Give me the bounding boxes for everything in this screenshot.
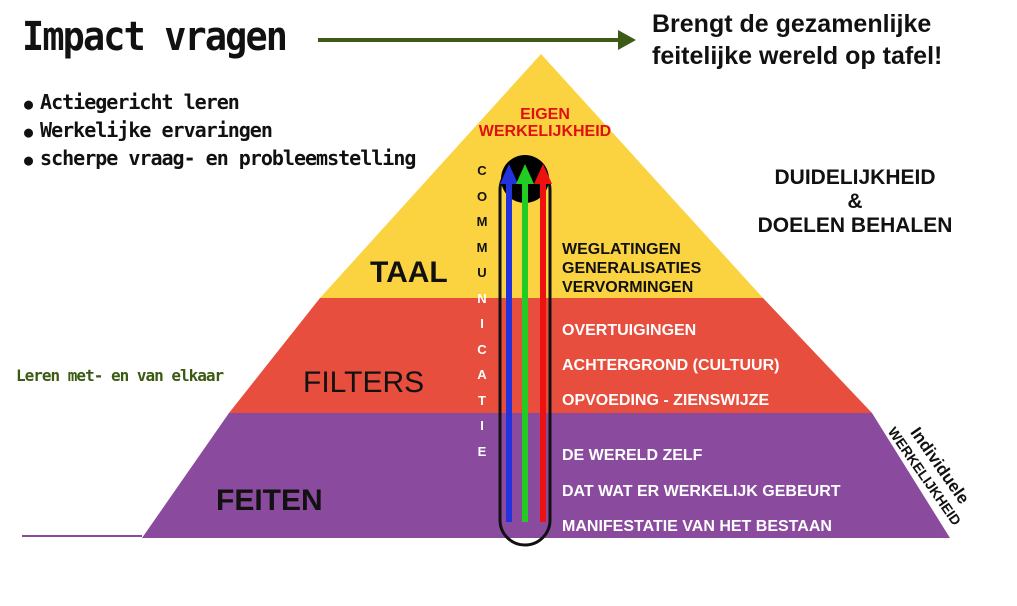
communicatie-letter: I xyxy=(480,418,484,433)
feiten-item: DE WERELD ZELF xyxy=(562,447,703,464)
taal-label: TAAL xyxy=(370,256,448,289)
apex-line: WERKELIJKHEID xyxy=(478,123,612,140)
communicatie-letter: I xyxy=(480,316,484,331)
headline: Brengt de gezamenlijke feitelijke wereld… xyxy=(652,8,982,72)
communicatie-letter: M xyxy=(476,239,488,255)
filters-item: ACHTERGROND (CULTUUR) xyxy=(562,357,780,374)
green-arrowhead xyxy=(516,164,534,184)
headline-line: Brengt de gezamenlijke xyxy=(652,10,932,38)
apex-label: EIGEN WERKELIJKHEID xyxy=(470,106,620,140)
clarity-line: DUIDELIJKHEID xyxy=(774,166,936,189)
feiten-item: MANIFESTATIE VAN HET BESTAAN xyxy=(562,518,832,535)
communicatie-letter: A xyxy=(477,367,487,382)
taal-item: WEGLATINGEN xyxy=(562,241,681,258)
feiten-items: DE WERELD ZELF DAT WAT ER WERKELIJK GEBE… xyxy=(562,438,841,545)
bullet-list: Actiegericht leren Werkelijke ervaringen… xyxy=(24,89,416,173)
blue-arrowhead xyxy=(500,164,518,184)
bullet-item: Werkelijke ervaringen xyxy=(24,117,415,145)
communicatie-letter: T xyxy=(478,392,486,408)
communicatie-letter: M xyxy=(476,214,488,229)
communicatie-letter: E xyxy=(477,443,487,459)
taal-item: GENERALISATIES xyxy=(562,260,702,277)
filters-label: FILTERS xyxy=(303,366,425,399)
goals-line: DOELEN BEHALEN xyxy=(757,214,953,237)
filters-items: OVERTUIGINGEN ACHTERGROND (CULTUUR) OPVO… xyxy=(562,313,779,418)
feiten-item: DAT WAT ER WERKELIJK GEBEURT xyxy=(562,482,841,500)
headline-line: feitelijke wereld op tafel! xyxy=(652,42,943,70)
communicatie-letter: C xyxy=(477,341,487,357)
communicatie-letter: C xyxy=(477,163,487,178)
taal-item: VERVORMINGEN xyxy=(562,279,694,296)
page-title: Impact vragen xyxy=(22,14,288,60)
communicatie-letter: N xyxy=(477,290,487,306)
bullet-item: Actiegericht leren xyxy=(24,89,415,117)
feiten-label: FEITEN xyxy=(216,484,323,517)
ampersand-line: & xyxy=(847,190,863,213)
headline-arrowhead xyxy=(618,30,636,50)
communicatie-letter: O xyxy=(476,188,488,204)
taal-items: WEGLATINGEN GENERALISATIES VERVORMINGEN xyxy=(562,240,701,297)
communicatie-letter: U xyxy=(477,265,487,280)
apex-line: EIGEN xyxy=(520,106,570,123)
communicatie-vertical: C O M M U N I C A T I E xyxy=(474,158,490,464)
learning-note: Leren met- en van elkaar xyxy=(16,366,224,385)
clarity-goals-text: DUIDELIJKHEID & DOELEN BEHALEN xyxy=(730,166,980,238)
bullet-item: scherpe vraag- en probleemstelling xyxy=(24,145,416,173)
filters-item: OPVOEDING - ZIENSWIJZE xyxy=(562,392,770,409)
red-arrowhead xyxy=(534,164,552,184)
filters-item: OVERTUIGINGEN xyxy=(562,322,697,339)
